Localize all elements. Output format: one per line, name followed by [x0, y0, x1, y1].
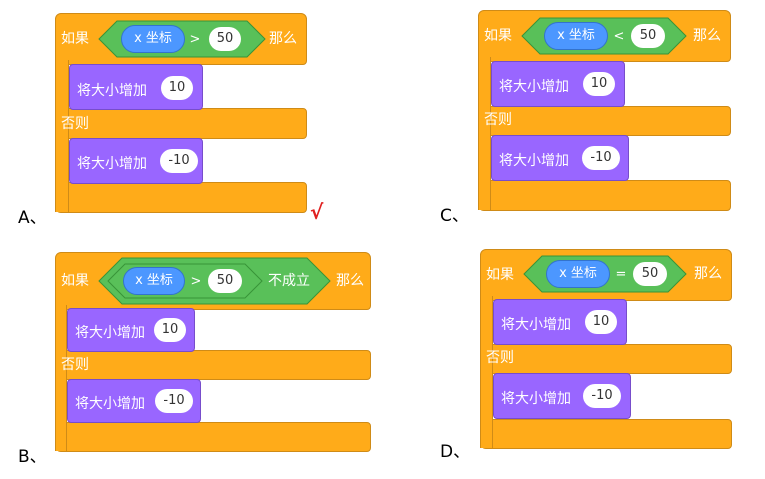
- size-change-input[interactable]: 10: [161, 76, 193, 100]
- block-spine: [55, 60, 69, 212]
- option-d: 如果 x 坐标 = 50 那么 将大小增加 10 否则 将大小增加 -10 D、: [380, 240, 765, 479]
- compare-value-input[interactable]: 50: [208, 269, 242, 293]
- block-bottom: [480, 419, 732, 449]
- block-spine: [478, 57, 491, 210]
- then-label: 那么: [693, 28, 721, 44]
- option-b: 如果 x 坐标 > 50 不成立 那么 将大小增加 10 否则 将大小增加 -1…: [0, 240, 380, 479]
- else-label: 否则: [486, 350, 514, 366]
- size-change-input[interactable]: 10: [154, 318, 186, 342]
- then-label: 那么: [269, 31, 297, 47]
- then-label: 那么: [694, 266, 722, 282]
- x-position-reporter[interactable]: x 坐标: [544, 22, 608, 50]
- operator-symbol: <: [613, 29, 625, 44]
- if-label: 如果: [486, 267, 514, 283]
- block-bottom: [55, 182, 307, 213]
- change-size-label: 将大小增加: [499, 153, 569, 169]
- change-size-block-1[interactable]: [67, 308, 195, 352]
- size-change-input[interactable]: -10: [160, 149, 198, 173]
- x-position-reporter[interactable]: x 坐标: [123, 267, 185, 295]
- compare-value-input[interactable]: 50: [209, 27, 241, 51]
- change-size-label: 将大小增加: [75, 325, 145, 341]
- option-letter: A、: [18, 208, 47, 228]
- operator-symbol: >: [190, 274, 202, 289]
- correct-mark: √: [310, 200, 324, 224]
- change-size-label: 将大小增加: [501, 391, 571, 407]
- if-label: 如果: [61, 273, 89, 289]
- size-change-input[interactable]: -10: [155, 389, 193, 413]
- not-label: 不成立: [268, 273, 310, 289]
- option-letter: C、: [440, 206, 469, 226]
- compare-value-input[interactable]: 50: [633, 262, 667, 286]
- block-spine: [480, 296, 493, 448]
- change-size-label: 将大小增加: [77, 156, 147, 172]
- change-size-label: 将大小增加: [75, 396, 145, 412]
- size-change-input[interactable]: -10: [583, 384, 621, 408]
- else-arm: [480, 344, 732, 374]
- x-position-reporter[interactable]: x 坐标: [546, 260, 610, 288]
- x-position-reporter[interactable]: x 坐标: [121, 25, 185, 53]
- else-label: 否则: [484, 112, 512, 128]
- else-label: 否则: [61, 116, 89, 132]
- size-change-input[interactable]: 10: [585, 310, 617, 334]
- size-change-input[interactable]: 10: [583, 72, 615, 96]
- size-change-input[interactable]: -10: [582, 146, 620, 170]
- block-bottom: [478, 180, 731, 211]
- block-spine: [55, 305, 67, 451]
- block-bottom: [55, 422, 371, 452]
- option-c: 如果 x 坐标 < 50 那么 将大小增加 10 否则 将大小增加 -10 C、: [380, 0, 765, 240]
- else-label: 否则: [61, 357, 89, 373]
- if-label: 如果: [61, 31, 89, 47]
- option-letter: D、: [440, 442, 471, 462]
- then-label: 那么: [336, 273, 364, 289]
- operator-symbol: =: [615, 267, 627, 282]
- option-letter: B、: [18, 447, 47, 467]
- change-size-label: 将大小增加: [501, 317, 571, 333]
- option-a: 如果 x 坐标 > 50 那么 将大小增加 10 否则 将大小增加 -10 A、…: [0, 0, 380, 240]
- operator-symbol: >: [189, 32, 201, 47]
- else-arm: [478, 106, 731, 136]
- change-size-label: 将大小增加: [499, 79, 569, 95]
- else-arm: [55, 108, 307, 139]
- else-arm: [55, 350, 371, 380]
- change-size-label: 将大小增加: [77, 83, 147, 99]
- compare-value-input[interactable]: 50: [631, 24, 665, 48]
- if-label: 如果: [484, 28, 512, 44]
